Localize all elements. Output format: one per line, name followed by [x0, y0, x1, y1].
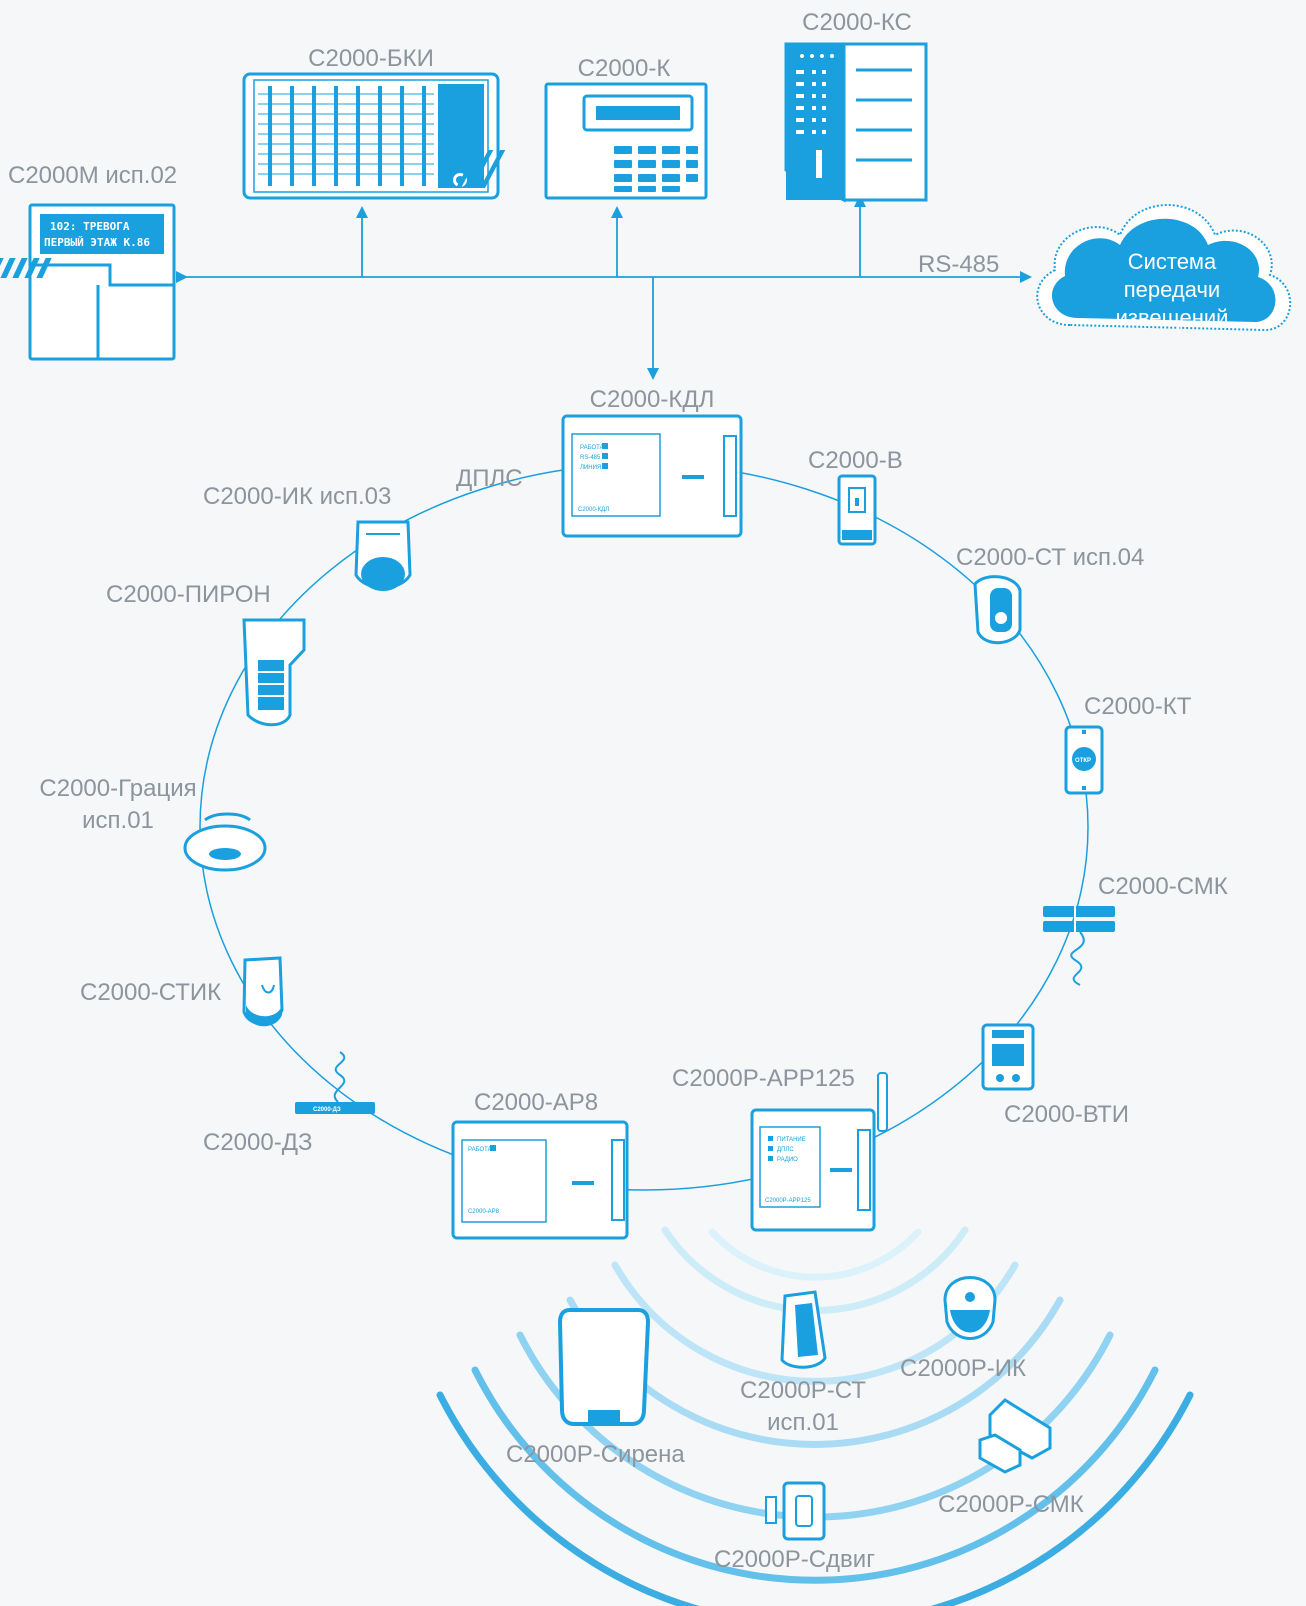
radio-extender-icon: ПИТАНИЕ ДПЛС РАДИО С2000Р-АРР125 — [750, 1072, 888, 1232]
label-radio-siren: С2000Р-Сирена — [506, 1441, 685, 1468]
label-rs485: RS-485 — [918, 251, 1000, 278]
label-ar8: С2000-АР8 — [474, 1089, 599, 1116]
radio-ik-detector-icon — [943, 1276, 997, 1340]
radio-st-detector-icon — [780, 1290, 827, 1369]
svg-text:ЛИНИЯ: ЛИНИЯ — [580, 465, 601, 471]
svg-text:С2000Р-АРР125: С2000Р-АРР125 — [765, 1198, 811, 1204]
svg-text:ПИТАНИЕ: ПИТАНИЕ — [777, 1137, 806, 1143]
svg-text:С2000-ДЗ: С2000-ДЗ — [313, 1107, 341, 1113]
label-ks: С2000-КС — [802, 9, 912, 36]
keypad-icon — [456, 82, 708, 200]
svg-text:С2000-АР8: С2000-АР8 — [468, 1209, 500, 1215]
siren-icon — [557, 1308, 651, 1426]
label-ik03: С2000-ИК исп.03 — [203, 483, 392, 510]
flood-detector-icon: С2000-ДЗ — [295, 1051, 375, 1114]
label-stik: С2000-СТИК — [80, 979, 222, 1006]
control-panel-icon: 102: ТРЕВОГА ПЕРВЫЙ ЭТАЖ К.86 — [0, 203, 176, 361]
magnetic-contact-icon — [1043, 906, 1115, 986]
intercom-button-icon — [837, 474, 877, 546]
label-dpls: ДПЛС — [456, 465, 523, 492]
indication-block-icon — [242, 72, 500, 200]
label-smk: С2000-СМК — [1098, 873, 1228, 900]
cloud-line-2: передачи — [1123, 277, 1221, 302]
label-dz: С2000-ДЗ — [203, 1129, 313, 1156]
svg-text:РАДИО: РАДИО — [777, 1157, 798, 1163]
label-radio-sdvig: С2000Р-Сдвиг — [714, 1546, 875, 1573]
radio-shift-sensor-icon — [765, 1481, 826, 1541]
svg-text:ДПЛС: ДПЛС — [777, 1147, 794, 1153]
label-radio-smk: С2000Р-СМК — [938, 1491, 1084, 1518]
svg-text:102: ТРЕВОГА: 102: ТРЕВОГА — [50, 220, 130, 233]
svg-text:РАБОТА: РАБОТА — [580, 445, 604, 451]
temperature-indicator-icon — [981, 1023, 1035, 1091]
stik-detector-icon — [242, 956, 284, 1027]
svg-text:RS-485: RS-485 — [580, 455, 601, 461]
label-radio-st-1: С2000Р-СТ — [740, 1377, 866, 1404]
leak-sensor-icon — [973, 575, 1022, 645]
dpls-ring — [199, 463, 1089, 1191]
rs485-bus — [176, 195, 1032, 380]
label-st04: С2000-СТ исп.04 — [956, 544, 1145, 571]
label-kt: С2000-КТ — [1084, 693, 1192, 720]
svg-text:С2000-КДЛ: С2000-КДЛ — [578, 507, 609, 513]
cloud-icon — [1036, 204, 1292, 332]
label-arr125: С2000Р-АРР125 — [672, 1065, 855, 1092]
label-kdl: С2000-КДЛ — [589, 386, 715, 413]
label-piron: С2000-ПИРОН — [106, 581, 271, 608]
key-button-icon: ОТКР — [1064, 725, 1104, 795]
radio-magnetic-contact-icon — [978, 1398, 1052, 1474]
smoke-detector-icon — [183, 812, 267, 872]
label-gracia-1: С2000-Грация — [39, 775, 197, 802]
console-icon — [784, 42, 928, 203]
cloud-line-1: Система — [1127, 249, 1217, 274]
cloud-line-3: извещений — [1115, 305, 1229, 330]
addressable-expander-icon: С2000-АР8 РАБОТА С2000-АР8 — [451, 1120, 629, 1240]
label-radio-st-2: исп.01 — [767, 1409, 839, 1436]
svg-text:РАБОТА: РАБОТА — [468, 1147, 492, 1153]
label-k: С2000-К — [577, 55, 671, 82]
label-vti: С2000-ВТИ — [1004, 1101, 1130, 1128]
label-radio-ik: С2000Р-ИК — [900, 1355, 1026, 1382]
ik-detector-icon — [354, 520, 412, 591]
label-bki: С2000-БКИ — [308, 45, 434, 72]
cloud-text: Система передачи извещений — [1072, 248, 1272, 332]
svg-text:ОТКР: ОТКР — [1075, 758, 1091, 764]
pir-detector-icon — [242, 618, 306, 727]
kdl-icon: РАБОТА RS-485 ЛИНИЯ С2000-КДЛ — [561, 414, 743, 538]
label-gracia-2: исп.01 — [82, 807, 154, 834]
svg-text:ПЕРВЫЙ ЭТАЖ К.86: ПЕРВЫЙ ЭТАЖ К.86 — [44, 236, 150, 249]
label-v: С2000-В — [808, 447, 903, 474]
label-s2000m: С2000М исп.02 — [8, 162, 178, 189]
